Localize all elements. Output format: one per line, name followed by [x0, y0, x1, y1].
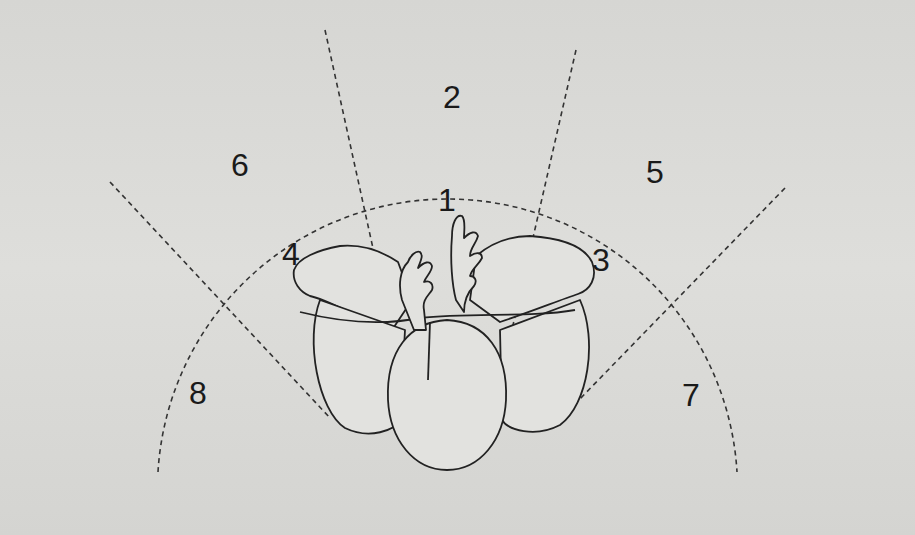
- right-hand: [451, 216, 482, 312]
- left-hand: [400, 252, 433, 330]
- zone-number: 2: [443, 81, 461, 113]
- zone-boundary: [575, 188, 785, 404]
- zone-number: 7: [682, 379, 700, 411]
- zone-number: 8: [189, 377, 207, 409]
- zone-number: 6: [231, 149, 249, 181]
- zone-number: 5: [646, 156, 664, 188]
- zone-number: 4: [282, 238, 300, 270]
- hair-parting: [428, 322, 430, 380]
- head: [388, 320, 506, 470]
- zone-number: 1: [438, 184, 456, 216]
- zone-boundary: [110, 182, 330, 418]
- right-shoulder: [500, 300, 589, 432]
- zone-number: 3: [592, 244, 610, 276]
- reach-arc: [158, 199, 737, 472]
